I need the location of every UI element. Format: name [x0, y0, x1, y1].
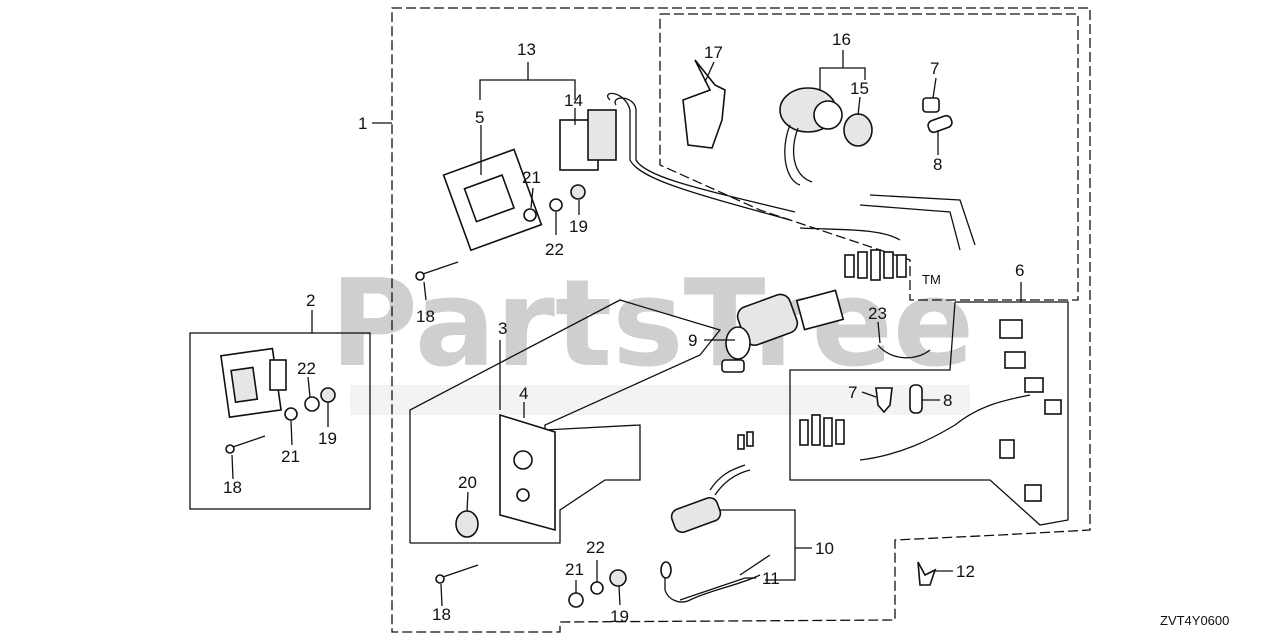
callout-10: 10 [815, 539, 834, 558]
callout-19-upper: 19 [569, 217, 588, 236]
pin-7-upper [922, 97, 940, 113]
callout-6: 6 [1015, 261, 1024, 280]
connector-bundle-upper [799, 227, 907, 281]
washer-21-lower [568, 592, 584, 608]
wire-top-2 [859, 204, 961, 251]
assembly-1-boundary [391, 7, 1091, 633]
callout-16: 16 [832, 30, 851, 49]
callout-18-left: 18 [223, 478, 242, 497]
watermark-band [350, 385, 970, 415]
lanyard-11 [660, 554, 771, 603]
key-switch-9 [721, 289, 845, 373]
washer-22-upper [549, 198, 563, 212]
nut-19-lower [609, 569, 627, 587]
sleeve-8-lower [909, 384, 923, 414]
bracket-17 [682, 59, 726, 149]
callout-8-lower: 8 [943, 391, 952, 410]
switch-14 [559, 92, 796, 221]
callout-18-upper: 18 [416, 307, 435, 326]
callout-17: 17 [704, 43, 723, 62]
callout-8-upper: 8 [933, 155, 942, 174]
plate-4 [499, 413, 556, 532]
diagram-code: ZVT4Y0600 [1160, 613, 1229, 628]
nut-19-left [320, 387, 336, 403]
assembly-2-box [189, 332, 371, 510]
leader-10 [720, 509, 796, 581]
switch-16 [779, 87, 843, 186]
callout-12: 12 [956, 562, 975, 581]
callout-23: 23 [868, 304, 887, 323]
callout-13: 13 [517, 40, 536, 59]
callout-5: 5 [475, 108, 484, 127]
callout-labels: 1 2 3 4 5 6 7 7 8 8 9 10 11 12 13 14 15 … [223, 30, 1024, 626]
subgroup-17-boundary [659, 13, 1079, 301]
nut-19-upper [570, 184, 586, 200]
cover-15 [843, 113, 873, 147]
callout-22-upper: 22 [545, 240, 564, 259]
callout-2: 2 [306, 291, 315, 310]
washer-22-left [304, 396, 320, 412]
sleeve-8-upper [927, 114, 953, 134]
wire-top [869, 194, 976, 246]
callout-11: 11 [762, 569, 780, 588]
washer-21-upper [523, 208, 537, 222]
callout-7-upper: 7 [930, 59, 939, 78]
plate-5 [442, 148, 543, 252]
leader-13 [479, 79, 576, 100]
callout-9: 9 [688, 331, 697, 350]
switch-2 [220, 347, 287, 419]
washer-22-lower [590, 581, 604, 595]
screw-18-left [225, 435, 266, 454]
callout-20: 20 [458, 473, 477, 492]
switch-10 [670, 431, 754, 534]
screw-18-upper [415, 261, 459, 281]
callout-14: 14 [564, 91, 583, 110]
callout-15: 15 [850, 79, 869, 98]
nut-20 [455, 510, 479, 538]
callout-19-lower: 19 [610, 607, 629, 626]
callout-7-lower: 7 [848, 383, 857, 402]
callout-4: 4 [519, 384, 528, 403]
washer-21-left [284, 407, 298, 421]
clamp-23 [877, 344, 931, 359]
callout-21-lower: 21 [565, 560, 584, 579]
pin-7-lower [875, 387, 893, 414]
harness-6 [799, 319, 1062, 502]
leaders [231, 61, 953, 607]
callout-21-upper: 21 [522, 168, 541, 187]
watermark-tm: TM [922, 272, 941, 287]
callout-22-left: 22 [297, 359, 316, 378]
callout-19-left: 19 [318, 429, 337, 448]
callout-1: 1 [358, 114, 367, 133]
callout-3: 3 [498, 319, 507, 338]
callout-21-left: 21 [281, 447, 300, 466]
screw-18-lower [435, 564, 479, 584]
clip-12 [917, 561, 937, 586]
callout-22-lower: 22 [586, 538, 605, 557]
assembly-6-box [789, 301, 1069, 526]
callout-18-lower: 18 [432, 605, 451, 624]
